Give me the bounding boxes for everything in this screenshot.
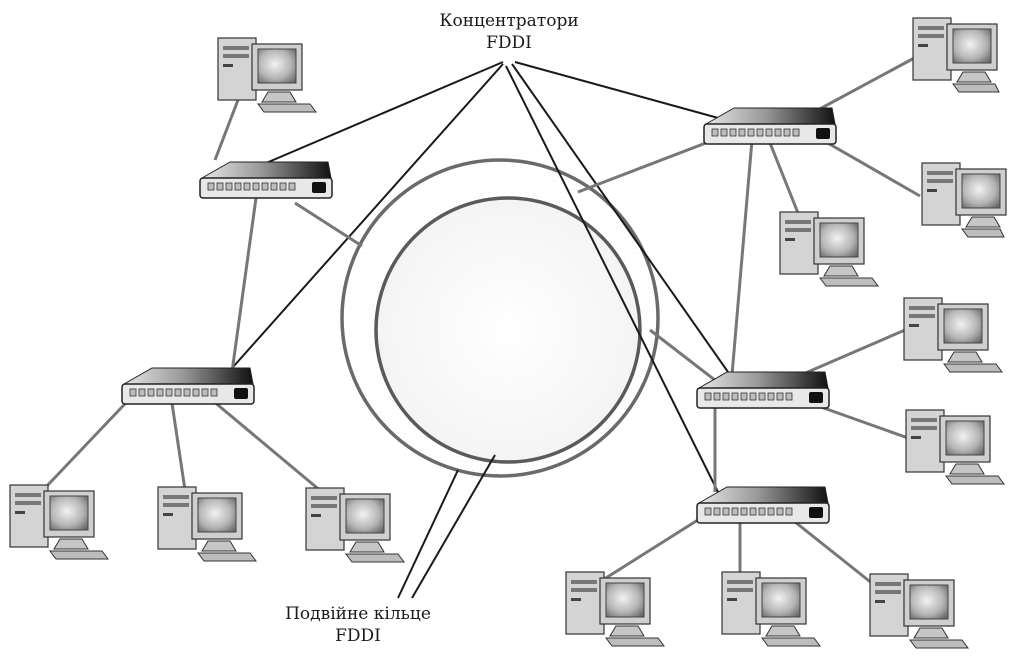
computer-2 xyxy=(9,484,109,560)
leader-to-hub-e xyxy=(505,65,719,493)
dual-ring xyxy=(340,158,660,478)
hub-a xyxy=(199,161,333,199)
computer-9 xyxy=(905,409,1005,485)
concentrators-label-line1: Концентратори xyxy=(439,11,579,31)
dual-ring-label-line1: Подвійне кільце xyxy=(285,604,431,624)
leader-to-hub-a xyxy=(244,61,504,173)
leader-to-hub-b xyxy=(224,63,504,377)
computer-11 xyxy=(721,571,821,647)
cable-pc5 xyxy=(168,389,187,491)
leader-ring-2 xyxy=(411,454,496,599)
computer-4 xyxy=(305,487,405,563)
hub-c-to-hub-d xyxy=(730,139,754,376)
dual-ring-label-line2: FDDI xyxy=(335,626,381,646)
cable-pc9 xyxy=(766,137,802,219)
hub-a-to-ring xyxy=(294,201,363,248)
computer-5 xyxy=(912,17,1000,93)
hub-a-to-hub-b xyxy=(230,197,258,373)
ring-inner xyxy=(374,196,642,464)
connection-lines xyxy=(43,54,921,599)
hub-b xyxy=(121,367,255,405)
hub-c xyxy=(703,107,837,145)
computer-12 xyxy=(869,573,969,649)
ring-to-hub-d xyxy=(649,328,721,386)
hub-e xyxy=(696,486,830,524)
computer-8 xyxy=(903,297,1003,373)
leader-to-hub-d xyxy=(511,63,736,383)
leader-to-hub-c xyxy=(514,61,741,125)
computer-1 xyxy=(217,37,317,113)
leader-ring-1 xyxy=(397,469,459,599)
cable-pc6 xyxy=(199,388,323,494)
concentrators-label: Концентратори FDDI xyxy=(439,10,578,54)
computer-7 xyxy=(779,211,879,287)
dual-ring-label: Подвійне кільце FDDI xyxy=(285,603,431,647)
computer-3 xyxy=(157,486,257,562)
computer-6 xyxy=(921,162,1007,238)
computer-10 xyxy=(565,571,665,647)
hub-d xyxy=(696,371,830,409)
cable-pc1 xyxy=(213,99,240,161)
concentrators-label-line2: FDDI xyxy=(486,33,532,53)
